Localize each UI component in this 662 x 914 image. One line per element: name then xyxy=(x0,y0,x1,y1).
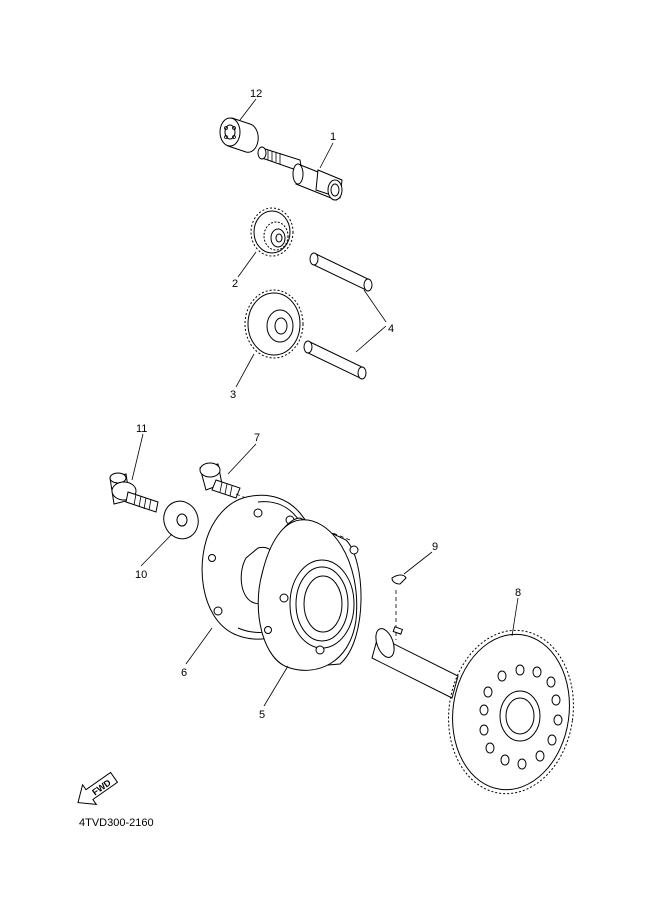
callout-12: 12 xyxy=(250,88,262,100)
callout-8: 8 xyxy=(515,587,521,599)
part-1-shaft xyxy=(257,146,343,201)
callout-3: 3 xyxy=(230,389,236,401)
forward-arrow-icon: FWD xyxy=(77,771,119,806)
callout-2: 2 xyxy=(232,278,238,290)
callout-4: 4 xyxy=(388,323,394,335)
leader-lines xyxy=(131,98,519,707)
part-8-wheel-gear xyxy=(448,629,574,795)
part-7-bolt xyxy=(199,462,241,499)
part-10-washer xyxy=(163,500,199,540)
callout-11: 11 xyxy=(136,423,147,435)
callout-6: 6 xyxy=(181,667,187,679)
part-9-key xyxy=(391,574,407,585)
part-5-clutch-housing xyxy=(257,517,362,671)
callout-10: 10 xyxy=(135,569,147,581)
part-code: 4TVD300-2160 xyxy=(79,817,154,829)
idler-shaft xyxy=(371,626,459,699)
gear-hole-ring xyxy=(479,664,563,770)
part-2-gear xyxy=(250,207,294,257)
callout-1: 1 xyxy=(330,131,336,143)
callout-9: 9 xyxy=(432,541,438,553)
callout-7: 7 xyxy=(254,432,260,444)
part-4-pins xyxy=(303,252,373,380)
callout-5: 5 xyxy=(259,709,265,721)
part-11-flange-bolt xyxy=(109,472,159,513)
part-3-gear xyxy=(244,289,304,359)
part-12-bearing xyxy=(219,117,259,153)
